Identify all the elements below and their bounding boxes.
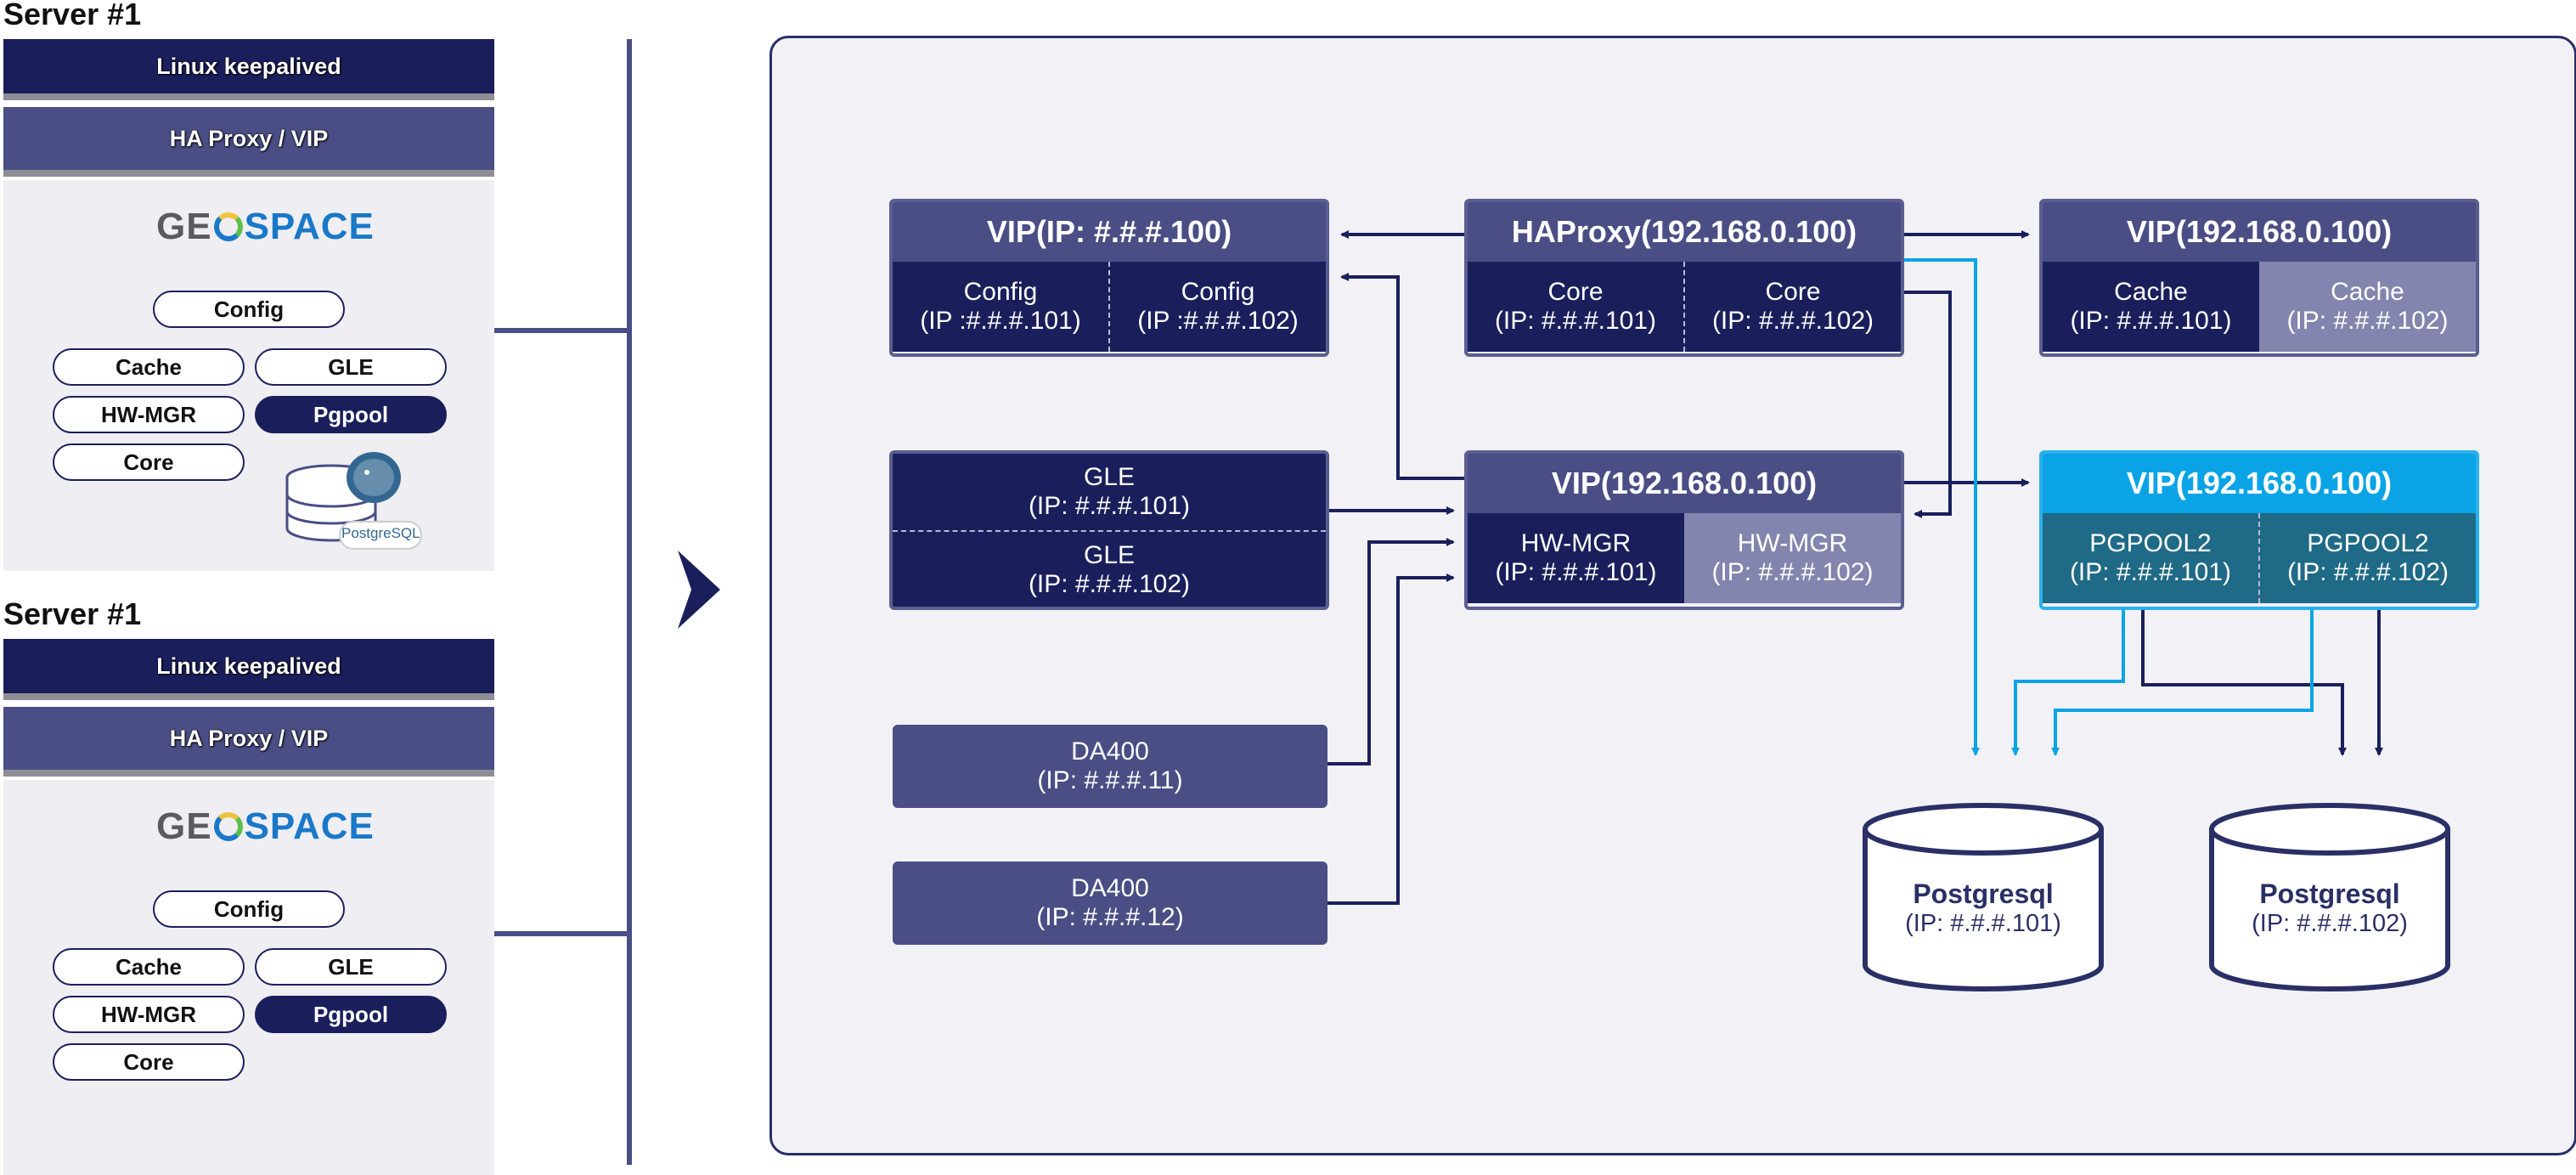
vip-config-head: VIP(IP: #.#.#.100): [893, 202, 1326, 262]
vip-pgpool-head: VIP(192.168.0.100): [2043, 454, 2476, 513]
cache-101-cell: Cache(IP: #.#.#.101): [2043, 262, 2259, 352]
postgresql-badge-label: PostgreSQL: [341, 525, 420, 541]
config-101-cell: Config(IP :#.#.#.101): [893, 262, 1108, 352]
da400-11-node: DA400(IP: #.#.#.11): [893, 725, 1327, 808]
pill-core-2: Core: [53, 1043, 245, 1081]
server-1-connector: [494, 328, 628, 333]
postgresql-101-db-icon: [1863, 829, 2104, 991]
vip-config-node: VIP(IP: #.#.#.100) Config(IP :#.#.#.101)…: [889, 199, 1329, 357]
pill-config: Config: [153, 291, 345, 328]
gle-node: GLE(IP: #.#.#.101) GLE(IP: #.#.#.102): [889, 450, 1329, 610]
gle-102-cell: GLE(IP: #.#.#.102): [1028, 541, 1191, 598]
config-102-cell: Config(IP :#.#.#.102): [1108, 262, 1326, 352]
vip-hwmgr-node: VIP(192.168.0.100) HW-MGR(IP: #.#.#.101)…: [1464, 450, 1904, 610]
pill-hw-mgr: HW-MGR: [53, 396, 245, 433]
vip-hwmgr-head: VIP(192.168.0.100): [1468, 454, 1901, 513]
server-2-title: Server #1: [3, 596, 142, 631]
hwmgr-101-cell: HW-MGR(IP: #.#.#.101): [1468, 513, 1684, 603]
postgresql-101-label: Postgresql (IP: #.#.#.101): [1905, 878, 2061, 937]
core-101-cell: Core(IP: #.#.#.101): [1468, 262, 1683, 352]
pill-config-2: Config: [153, 890, 345, 928]
geospace-swirl-icon: [213, 212, 243, 241]
da400-12-node: DA400(IP: #.#.#.12): [893, 861, 1327, 945]
postgresql-102-label: Postgresql (IP: #.#.#.102): [2252, 878, 2408, 937]
pill-pgpool: Pgpool: [255, 396, 447, 433]
pgpool-101-cell: PGPOOL2(IP: #.#.#.101): [2043, 513, 2258, 603]
vip-cache-head: VIP(192.168.0.100): [2043, 202, 2476, 262]
hwmgr-102-cell: HW-MGR(IP: #.#.#.102): [1684, 513, 1901, 603]
pill-gle-2: GLE: [255, 948, 447, 986]
chevron-right-icon: [678, 551, 720, 633]
pill-pgpool-2: Pgpool: [255, 996, 447, 1033]
postgresql-101-db-top: [1863, 803, 2104, 856]
postgresql-elephant-icon: PostgreSQL: [280, 452, 425, 554]
server-2-keepalived-bar: Linux keepalived: [3, 639, 494, 700]
pgpool-102-cell: PGPOOL2(IP: #.#.#.102): [2258, 513, 2476, 603]
pill-cache-2: Cache: [53, 948, 245, 986]
pill-hw-mgr-2: HW-MGR: [53, 996, 245, 1033]
server-1-keepalived-bar: Linux keepalived: [3, 39, 494, 100]
pill-cache: Cache: [53, 348, 245, 386]
haproxy-node: HAProxy(192.168.0.100) Core(IP: #.#.#.10…: [1464, 199, 1904, 357]
server-1-title: Server #1: [3, 0, 142, 31]
server-2-connector: [494, 931, 628, 936]
cache-102-cell: Cache(IP: #.#.#.102): [2259, 262, 2476, 352]
core-102-cell: Core(IP: #.#.#.102): [1683, 262, 1901, 352]
geospace-swirl-icon-2: [213, 812, 243, 841]
pill-gle: GLE: [255, 348, 447, 386]
vip-pgpool-node: VIP(192.168.0.100) PGPOOL2(IP: #.#.#.101…: [2039, 450, 2479, 610]
gle-101-cell: GLE(IP: #.#.#.101): [893, 454, 1326, 532]
pill-core: Core: [53, 443, 245, 481]
haproxy-head: HAProxy(192.168.0.100): [1468, 202, 1901, 262]
vip-cache-node: VIP(192.168.0.100) Cache(IP: #.#.#.101) …: [2039, 199, 2479, 357]
server-1-haproxy-bar: HA Proxy / VIP: [3, 107, 494, 177]
server-2-haproxy-bar: HA Proxy / VIP: [3, 707, 494, 777]
server-bus-line: [627, 39, 632, 1165]
postgresql-102-db-icon: [2209, 829, 2450, 991]
postgresql-102-db-top: [2209, 803, 2450, 856]
